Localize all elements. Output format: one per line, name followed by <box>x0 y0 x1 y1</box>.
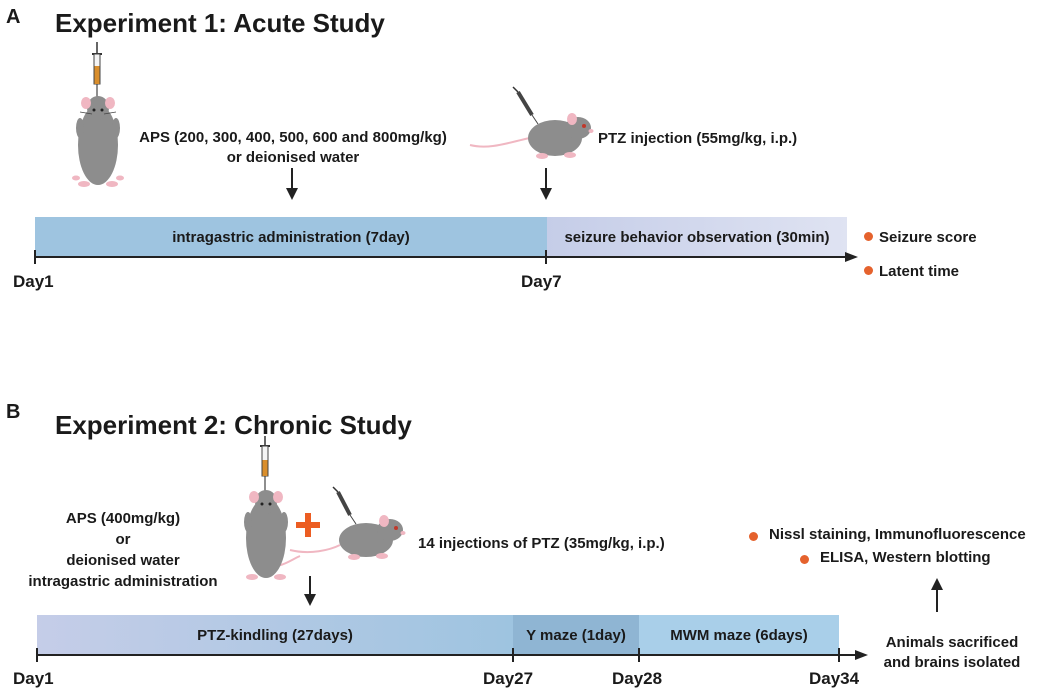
y-maze-bar: Y maze (1day) <box>513 615 639 655</box>
elisa-western-label: ELISA, Western blotting <box>820 549 991 566</box>
seizure-score-bullet-icon <box>864 232 873 241</box>
panel-b-letter: B <box>6 401 21 423</box>
mwm-maze-bar: MWM maze (6days) <box>639 615 839 655</box>
panel-b-aps-line-1: APS (400mg/kg) <box>65 510 181 527</box>
elisa-bullet-icon <box>800 555 809 564</box>
panel-a-day7-label: Day7 <box>521 272 562 291</box>
panel-b-day1-label: Day1 <box>13 669 54 688</box>
panel-b-day34-label: Day34 <box>809 669 860 688</box>
panel-a-day1-label: Day1 <box>13 272 54 291</box>
animals-sacrificed-line-1: Animals sacrificed <box>885 634 1019 651</box>
panel-b-aps-label: APS (400mg/kg) or deionised water intrag… <box>0 508 246 592</box>
aps-dose-line-1: APS (200, 300, 400, 500, 600 and 800mg/k… <box>139 129 447 146</box>
experiment-1-title: Experiment 1: Acute Study <box>55 8 385 38</box>
aps-dose-line-2: or deionised water <box>226 149 360 166</box>
latent-time-label: Latent time <box>879 263 960 280</box>
ptz-injection-label: PTZ injection (55mg/kg, i.p.) <box>598 130 798 147</box>
experiment-2-title: Experiment 2: Chronic Study <box>55 410 412 440</box>
panel-b-aps-line-3: deionised water <box>66 552 180 569</box>
animals-sacrificed-label: Animals sacrificed and brains isolated <box>869 633 1035 673</box>
panel-b-day28-label: Day28 <box>612 669 663 688</box>
nissl-bullet-icon <box>749 532 758 541</box>
nissl-staining-label: Nissl staining, Immunofluorescence <box>769 526 1026 543</box>
panel-b-day27-label: Day27 <box>483 669 534 688</box>
panel-b-aps-line-2: or <box>115 531 131 548</box>
latent-time-bullet-icon <box>864 266 873 275</box>
panel-a-letter: A <box>6 6 21 28</box>
seizure-observation-bar: seizure behavior observation (30min) <box>547 217 847 257</box>
panel-b-aps-line-4: intragastric administration <box>28 573 218 590</box>
animals-sacrificed-line-2: and brains isolated <box>883 654 1021 671</box>
aps-dose-label: APS (200, 300, 400, 500, 600 and 800mg/k… <box>120 128 466 168</box>
ptz-kindling-bar: PTZ-kindling (27days) <box>37 615 513 655</box>
ptz-14-injections-label: 14 injections of PTZ (35mg/kg, i.p.) <box>418 535 665 552</box>
intragastric-administration-bar: intragastric administration (7day) <box>35 217 547 257</box>
seizure-score-label: Seizure score <box>879 229 977 246</box>
